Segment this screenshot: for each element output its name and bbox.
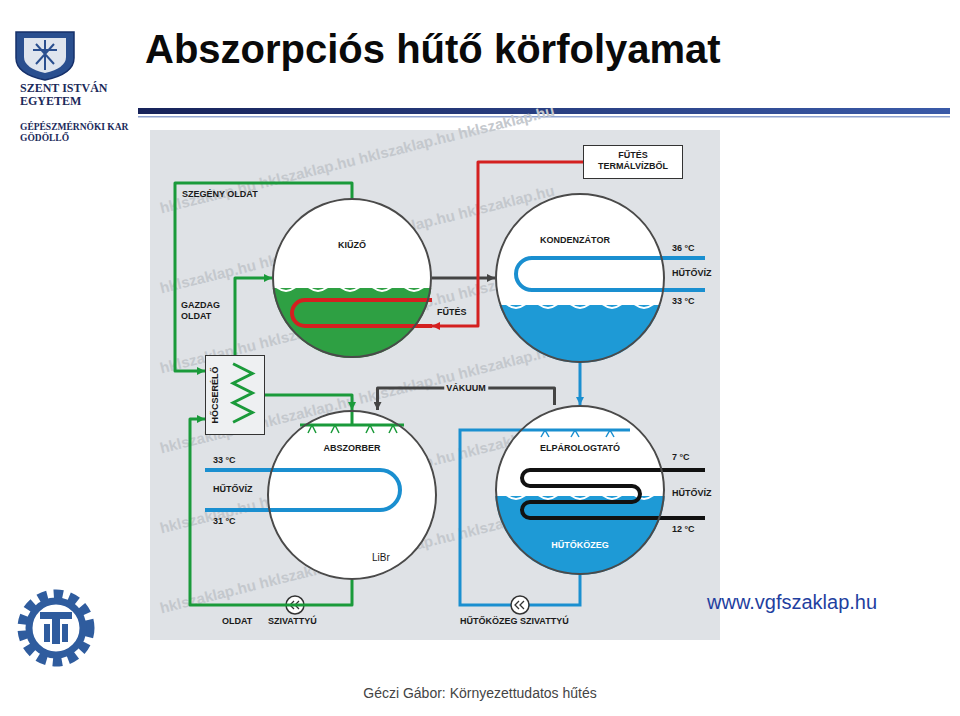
pipe-connector (265, 395, 352, 410)
temperature-label: 31 °C (213, 516, 236, 527)
node-label: KIŰZŐ (338, 240, 366, 251)
pump-label: OLDAT (222, 616, 252, 627)
evaporator-sprayer (541, 430, 614, 437)
temperature-label: 7 °C (672, 452, 690, 463)
node-label: HŐCSERÉLŐ (210, 366, 221, 423)
temperature-label: 36 °C (672, 243, 695, 254)
absorber-sprayer (300, 410, 404, 433)
flow-label: SZEGÉNY OLDAT (182, 189, 258, 200)
source-url: www.vgfszaklap.hu (707, 590, 877, 614)
heating-source-box: FŰTÉS TERMÁLVÍZBŐL (583, 145, 683, 179)
temperature-label: 12 °C (672, 524, 695, 535)
vessel-outline (495, 193, 665, 363)
refrigerant-pump-symbol (511, 596, 529, 614)
pipe-connector (432, 277, 495, 280)
temperature-label: 33 °C (672, 296, 695, 307)
absorber-cooling-coil (205, 470, 400, 510)
medium-label: HŰTŐKÖZEG (551, 540, 609, 551)
flow-label: FŰTÉS (437, 307, 467, 318)
university-logo (16, 32, 74, 80)
generator-vessel: KIŰZŐ (272, 198, 432, 358)
heating-coil (292, 300, 432, 326)
heat-exchanger-box: HŐCSERÉLŐ (205, 355, 265, 435)
refrigerant-liquid (490, 493, 670, 586)
diagram-ground (150, 130, 720, 640)
vessel-outline (267, 410, 437, 580)
university-name: SZENT ISTVÁN EGYETEM (20, 82, 120, 108)
node-label: FŰTÉS TERMÁLVÍZBŐL (598, 150, 668, 172)
condenser-vessel: KONDENZÁTOR (495, 193, 665, 363)
pump-label: SZIVATTYÚ (268, 616, 317, 627)
edge-label: VÁKUUM (444, 383, 488, 394)
temperature-label: 33 °C (213, 455, 236, 466)
pipe-connector (235, 278, 272, 355)
refrigerant-recirculation-line (460, 430, 630, 605)
pump-label: HŰTŐKÖZEG SZIVATTYÚ (460, 616, 569, 627)
slide-title: Abszorpciós hűtő körfolyamat (145, 26, 721, 72)
footer-caption: Géczi Gábor: Környezettudatos hűtés (363, 684, 596, 702)
node-label: KONDENZÁTOR (540, 235, 610, 246)
flow-label: GAZDAG OLDAT (181, 300, 229, 322)
absorber-vessel: ABSZORBER (267, 410, 437, 580)
medium-label: HŰTŐVÍZ (672, 488, 712, 499)
absorber-vessel-ground (267, 410, 437, 580)
node-label: ELPÁROLOGTATÓ (540, 443, 620, 454)
faculty-gear-logo (23, 595, 89, 661)
vessel-outline (272, 198, 432, 358)
pipe-connector (175, 183, 352, 371)
node-label: ABSZORBER (323, 443, 380, 454)
solution-label: LiBr (372, 552, 390, 564)
medium-label: HŰTŐVÍZ (672, 268, 712, 279)
medium-label: HŰTŐVÍZ (213, 484, 253, 495)
pipe-connector (579, 363, 582, 405)
faculty-name: GÉPÉSZMÉRNÖKI KAR GÖDÖLLŐ (20, 122, 140, 144)
